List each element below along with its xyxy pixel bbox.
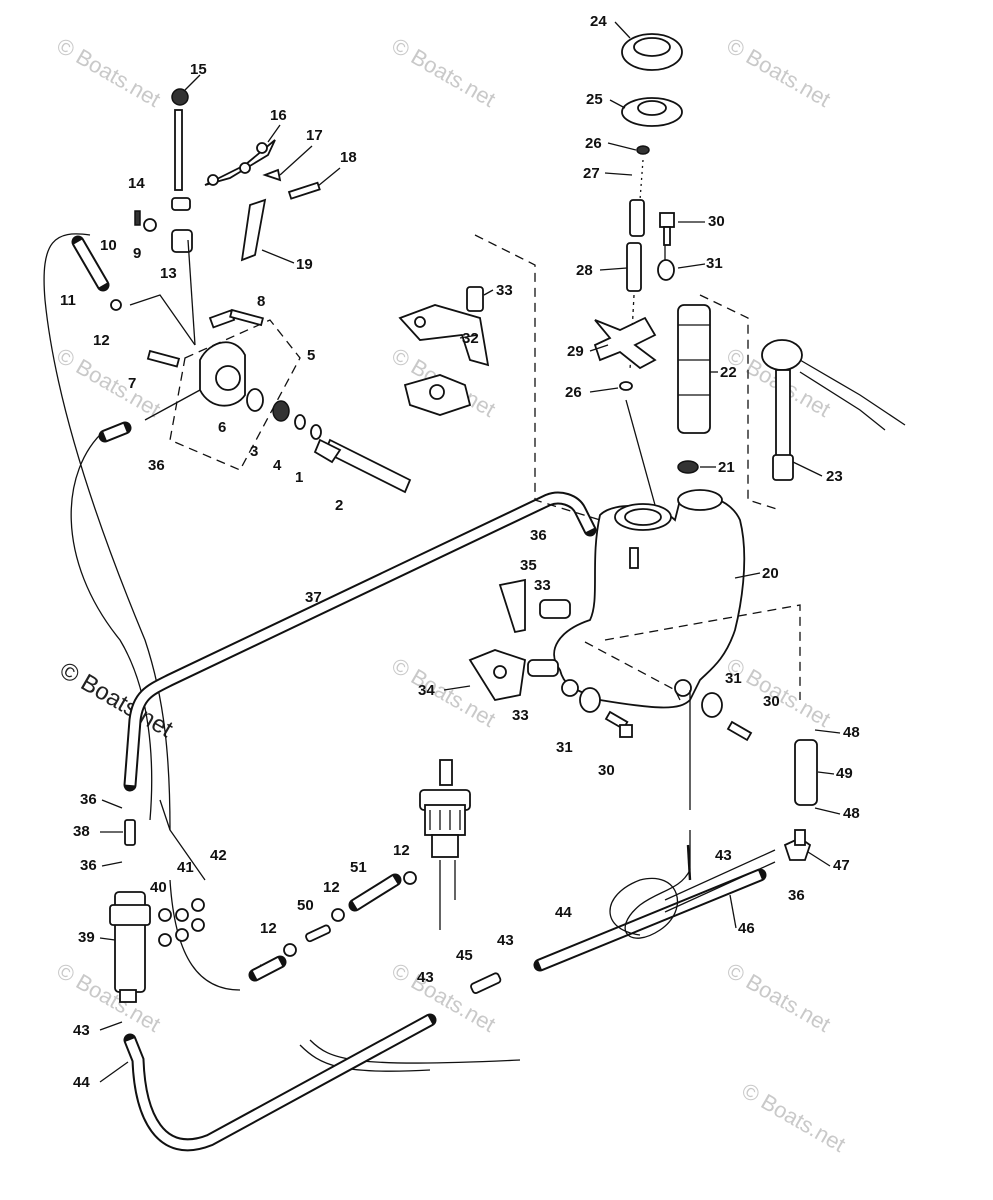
callout-label: 24 [590, 13, 607, 30]
callout-label: 37 [305, 589, 322, 606]
callout-label: 31 [706, 255, 723, 272]
callout-label: 12 [260, 920, 277, 937]
callout-label: 44 [555, 904, 572, 921]
callout-label: 48 [843, 724, 860, 741]
callout-label: 43 [715, 847, 732, 864]
callout-label: 4 [273, 457, 282, 474]
callout-label: 47 [833, 857, 850, 874]
callout-label: 14 [128, 175, 145, 192]
callout-label: 36 [148, 457, 165, 474]
callout-label: 12 [93, 332, 110, 349]
callout-labels: 1 2 3 4 5 6 7 8 9 10 11 12 12 12 12 13 1… [60, 13, 860, 1091]
callout-label: 45 [456, 947, 473, 964]
callout-label: 44 [73, 1074, 90, 1091]
callout-label: 11 [60, 292, 76, 309]
callout-label: 36 [788, 887, 805, 904]
callout-label: 23 [826, 468, 843, 485]
watermark: © Boats.net [53, 33, 165, 112]
callout-label: 43 [417, 969, 434, 986]
callout-label: 26 [585, 135, 602, 152]
callout-label: 34 [418, 682, 435, 699]
hose-37 [123, 491, 597, 792]
fuel-tank [553, 489, 746, 709]
callout-label: 3 [250, 443, 258, 460]
watermark: © Boats.net [388, 958, 500, 1037]
callout-label: 26 [565, 384, 582, 401]
callout-label: 6 [218, 419, 226, 436]
pump-assembly [109, 799, 206, 1003]
callout-label: 39 [78, 929, 95, 946]
linkage-group [110, 88, 321, 311]
callout-label: 9 [133, 245, 141, 262]
callout-label: 15 [190, 61, 207, 78]
callout-label: 21 [718, 459, 735, 476]
callout-label: 51 [350, 859, 367, 876]
watermark: © Boats.net [723, 33, 835, 112]
callout-label: 32 [462, 330, 479, 347]
hose-11 [71, 235, 110, 292]
watermark: © Boats.net [53, 343, 165, 422]
callout-label: 28 [576, 262, 593, 279]
callout-label: 31 [725, 670, 742, 687]
callout-label: 48 [843, 805, 860, 822]
callout-label: 30 [598, 762, 615, 779]
callout-label: 30 [763, 693, 780, 710]
callout-label: 43 [497, 932, 514, 949]
callout-label: 27 [583, 165, 600, 182]
callout-label: 43 [73, 1022, 90, 1039]
callout-label: 49 [836, 765, 853, 782]
callout-label: 20 [762, 565, 779, 582]
leader-lines [99, 21, 841, 1083]
callout-label: 2 [335, 497, 343, 514]
watermark: © Boats.net [723, 958, 835, 1037]
callout-label: 19 [296, 256, 313, 273]
fittings-center [283, 871, 502, 994]
callout-label: 40 [150, 879, 167, 896]
callout-label: 30 [708, 213, 725, 230]
callout-label: 12 [393, 842, 410, 859]
callout-label: 31 [556, 739, 573, 756]
lower-hoses [123, 690, 776, 1152]
callout-label: 50 [297, 897, 314, 914]
callout-label: 22 [720, 364, 737, 381]
fuel-filter [419, 759, 471, 930]
callout-label: 33 [496, 282, 513, 299]
callout-label: 12 [323, 879, 340, 896]
callout-label: 46 [738, 920, 755, 937]
callout-label: 42 [210, 847, 227, 864]
callout-label: 38 [73, 823, 90, 840]
watermark: © Boats.net [738, 1078, 850, 1157]
callout-label: 16 [270, 107, 287, 124]
fastener-group [579, 687, 753, 742]
callout-label: 5 [307, 347, 315, 364]
callout-label: 13 [160, 265, 177, 282]
callout-label: 36 [80, 857, 97, 874]
watermark: © Boats.net [388, 33, 500, 112]
watermark: © Boats.net [53, 958, 165, 1037]
callout-label: 35 [520, 557, 537, 574]
callout-label: 18 [340, 149, 357, 166]
callout-label: 8 [257, 293, 265, 310]
callout-label: 10 [100, 237, 117, 254]
filler-cap-group [593, 33, 711, 506]
callout-label: 29 [567, 343, 584, 360]
callout-label: 36 [530, 527, 547, 544]
callout-label: 41 [177, 859, 194, 876]
callout-label: 25 [586, 91, 603, 108]
bracket-group [398, 234, 801, 702]
callout-label: 17 [306, 127, 323, 144]
shift-shaft-group [98, 239, 412, 494]
callout-label: 36 [80, 791, 97, 808]
fuel-gauge [699, 294, 906, 511]
watermark: © Boats.net [55, 657, 178, 743]
callout-label: 33 [534, 577, 551, 594]
callout-label: 7 [128, 375, 136, 392]
fittings-right [783, 739, 818, 861]
callout-label: 1 [295, 469, 303, 486]
callout-label: 33 [512, 707, 529, 724]
